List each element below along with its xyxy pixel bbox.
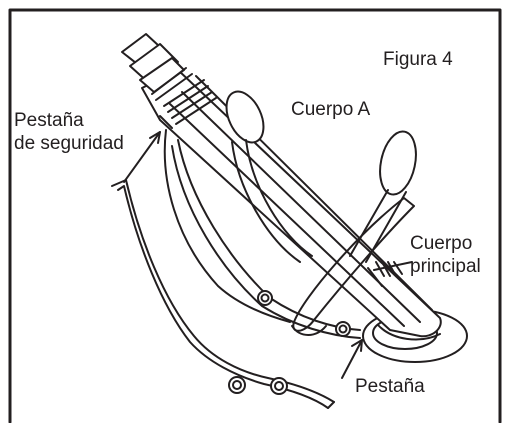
pointer-arrow-pestana (341, 339, 363, 379)
loop-handle (291, 197, 415, 336)
label-pestana-seguridad-line1: Pestaña (14, 110, 84, 131)
label-cuerpo-a: Cuerpo A (291, 99, 371, 120)
label-cuerpo-principal-line1: Cuerpo (410, 233, 473, 254)
lower-strap (171, 139, 361, 339)
safety-tab-strip (111, 179, 335, 409)
label-pestana: Pestaña (355, 376, 425, 397)
wire-arm (163, 129, 351, 337)
label-cuerpo-principal-line2: principal (410, 256, 481, 277)
pointer-arrow-safety-tab (123, 131, 161, 183)
label-pestana-seguridad: Pestaña de seguridad (14, 109, 124, 155)
label-pestana-seguridad-line2: de seguridad (14, 133, 124, 154)
wire-wraps (159, 79, 217, 129)
figure-border (8, 8, 502, 423)
body-a-arm (225, 90, 313, 263)
figure-title: Figura 4 (383, 49, 453, 70)
label-cuerpo-principal: Cuerpo principal (410, 232, 481, 278)
graduation-marks (367, 261, 403, 287)
pointer-arrow-body (373, 261, 413, 271)
device-tip (121, 33, 193, 101)
main-body-paddle (349, 130, 417, 263)
